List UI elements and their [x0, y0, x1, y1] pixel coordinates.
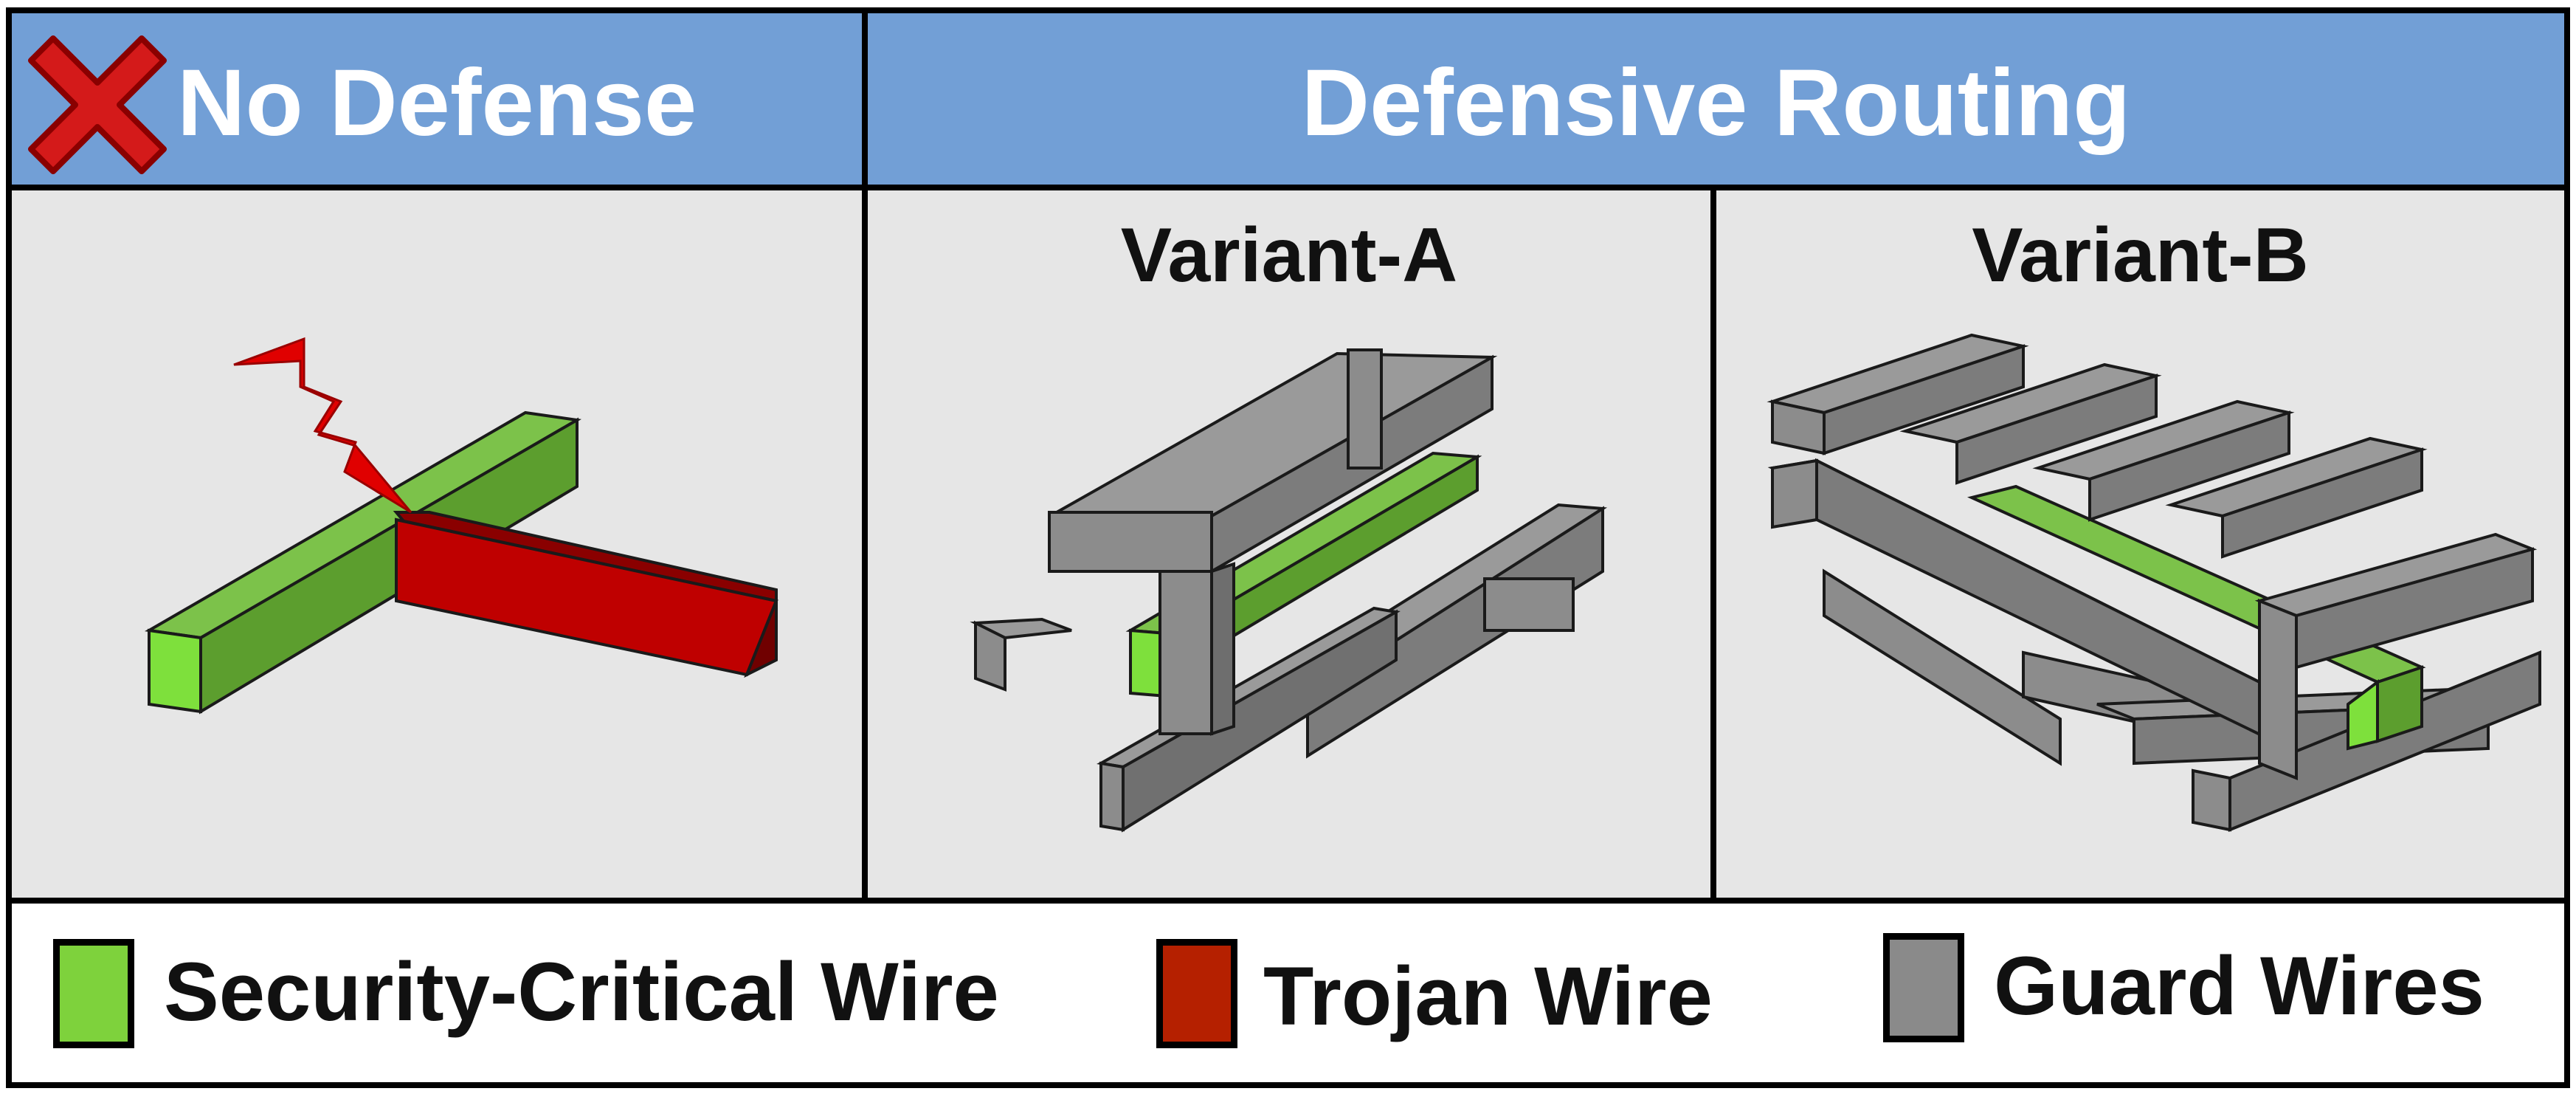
legend-label-guard: Guard Wires: [1994, 940, 2485, 1032]
legend-swatch-guard: [1883, 933, 1964, 1042]
header-defensive-routing: Defensive Routing: [865, 10, 2567, 188]
variant-a-title: Variant-A: [1120, 213, 1458, 298]
no-defense-illustration: [144, 337, 778, 715]
legend-label-trojan: Trojan Wire: [1263, 950, 1713, 1042]
header-title-defensive-routing: Defensive Routing: [1301, 50, 2131, 156]
panel-no-defense: [9, 188, 865, 901]
variant-b-title: Variant-B: [1972, 213, 2309, 298]
legend-swatch-trojan: [1156, 939, 1237, 1048]
variant-b-illustration: [1767, 333, 2541, 832]
variant-a-illustration: [970, 348, 1608, 833]
trojan-wire-shape: [393, 511, 778, 678]
header-title-no-defense: No Defense: [177, 50, 697, 156]
legend: Security-Critical Wire Trojan Wire Guard…: [9, 901, 2567, 1085]
panel-variant-a: Variant-A: [865, 188, 1713, 901]
panel-variant-b: Variant-B: [1713, 188, 2567, 901]
red-x-icon: [28, 35, 167, 174]
legend-swatch-critical: [53, 939, 134, 1048]
security-critical-wire-shape: [144, 410, 582, 715]
legend-label-critical: Security-Critical Wire: [164, 946, 999, 1038]
header-no-defense: No Defense: [9, 10, 865, 188]
lightning-bolt-icon: [233, 337, 412, 514]
